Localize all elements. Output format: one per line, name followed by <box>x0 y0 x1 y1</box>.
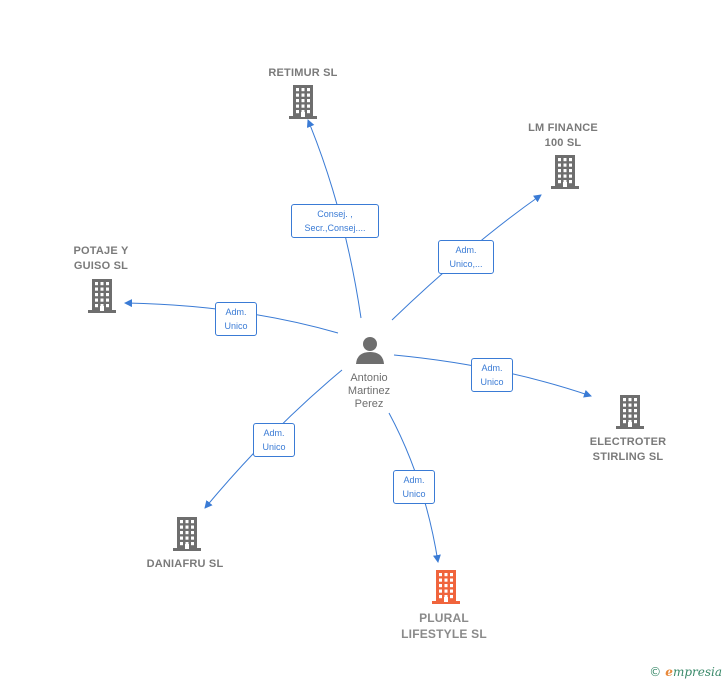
edge-label-electroter[interactable]: Adm. Unico <box>471 358 513 392</box>
company-label-plural[interactable]: PLURAL LIFESTYLE SL <box>384 610 504 642</box>
edge-label-plural[interactable]: Adm. Unico <box>393 470 435 504</box>
person-label-line: Antonio <box>350 372 388 384</box>
edge-label-daniafru[interactable]: Adm. Unico <box>253 423 295 457</box>
building-icon <box>88 279 116 313</box>
company-label-line: DANIAFRU SL <box>146 558 224 570</box>
company-label-daniafru[interactable]: DANIAFRU SL <box>125 557 245 572</box>
edge-label-potaje[interactable]: Adm. Unico <box>215 302 257 336</box>
edge-label-line: Adm. <box>263 428 285 438</box>
edge-label-retimur[interactable]: Consej. , Secr.,Consej.... <box>291 204 379 238</box>
edge-label-line: Secr.,Consej.... <box>304 223 366 233</box>
building-icon <box>173 517 201 551</box>
copyright-symbol: © <box>649 665 662 679</box>
company-node-daniafru[interactable] <box>171 517 203 551</box>
company-label-retimur[interactable]: RETIMUR SL <box>243 66 363 81</box>
edge-label-line: Adm. <box>481 363 503 373</box>
company-label-potaje[interactable]: POTAJE Y GUISO SL <box>51 244 151 274</box>
person-node[interactable] <box>355 336 385 364</box>
company-label-electroter[interactable]: ELECTROTER STIRLING SL <box>568 435 688 465</box>
edge-label-line: Adm. <box>403 475 425 485</box>
person-label-line: Martinez <box>347 385 391 397</box>
building-icon <box>289 85 317 119</box>
brand-initial: e <box>665 665 673 679</box>
edge-label-line: Unico <box>480 377 504 387</box>
person-icon <box>356 337 384 364</box>
edge-label-lm-finance[interactable]: Adm. Unico,... <box>438 240 494 274</box>
company-label-line: GUISO SL <box>73 260 129 272</box>
company-label-line: PLURAL <box>419 611 469 625</box>
company-label-line: STIRLING SL <box>592 451 664 463</box>
company-node-retimur[interactable] <box>287 85 319 119</box>
company-label-line: ELECTROTER <box>589 436 667 448</box>
company-label-line: POTAJE Y <box>73 245 129 257</box>
company-label-line: 100 SL <box>544 137 582 149</box>
edge-label-line: Adm. <box>225 307 247 317</box>
building-icon <box>616 395 644 429</box>
company-node-plural[interactable] <box>430 570 462 604</box>
building-icon <box>551 155 579 189</box>
company-node-potaje[interactable] <box>86 279 118 313</box>
edge-label-line: Adm. <box>455 245 477 255</box>
edge-label-line: Consej. , <box>317 209 353 219</box>
company-label-line: LIFESTYLE SL <box>401 627 487 641</box>
company-node-lm-finance[interactable] <box>549 155 581 189</box>
empresia-watermark: ©empresia <box>649 665 722 679</box>
company-label-line: LM FINANCE <box>528 122 598 134</box>
person-label-line: Perez <box>354 398 384 410</box>
edge-label-line: Unico <box>402 489 426 499</box>
brand-name: mpresia <box>672 665 722 679</box>
company-label-lm-finance[interactable]: LM FINANCE 100 SL <box>503 121 623 151</box>
edge-label-line: Unico <box>224 321 248 331</box>
company-node-electroter[interactable] <box>614 395 646 429</box>
company-label-line: RETIMUR SL <box>268 67 338 79</box>
building-icon <box>432 570 460 604</box>
edge-label-line: Unico <box>262 442 286 452</box>
edge-label-line: Unico,... <box>449 259 483 269</box>
